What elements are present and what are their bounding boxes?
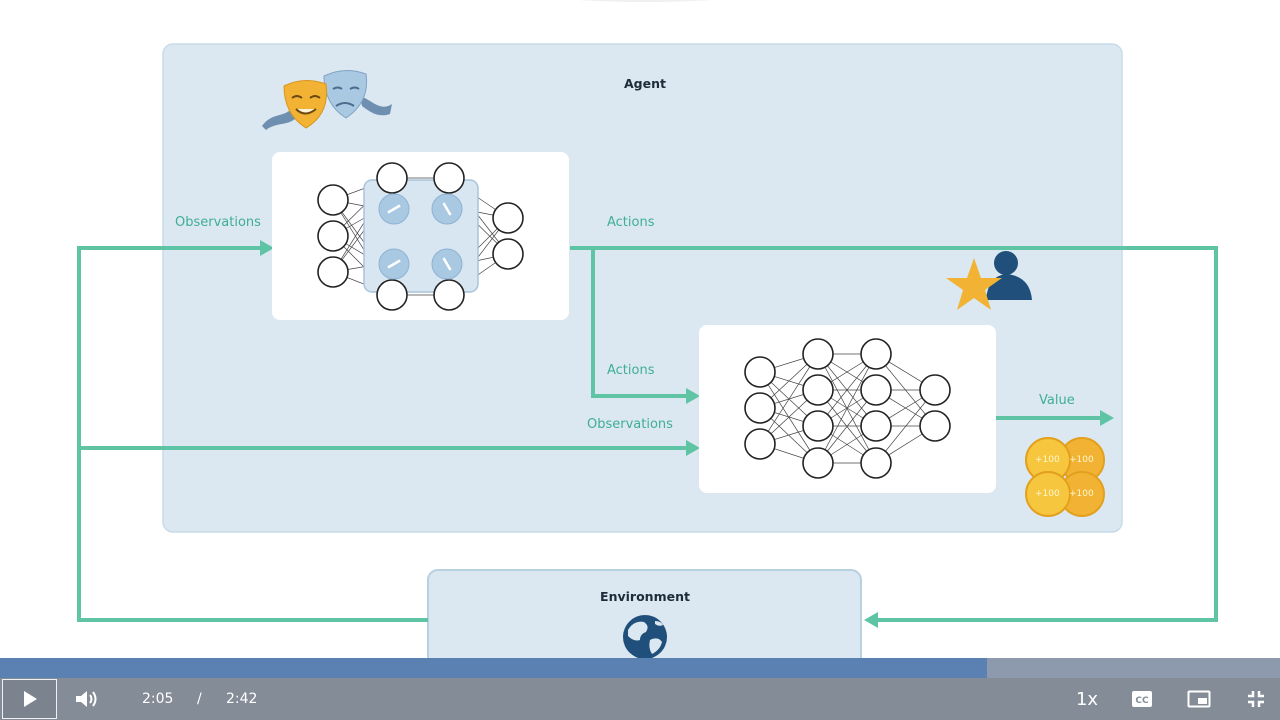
coins-icon [1025,437,1105,517]
volume-button[interactable] [68,678,104,720]
network-node [492,202,524,234]
network-edge [817,353,877,464]
coin-label: +100 [1069,489,1094,499]
actions-mid-line [591,248,688,398]
arrow-actions-critic [686,388,700,404]
network-node [802,410,834,442]
network-node [860,447,892,479]
progress-fill [0,658,987,678]
play-button[interactable] [2,679,57,719]
network-node [802,338,834,370]
network-node [744,428,776,460]
video-frame[interactable]: Agent Environment Observations Actions A… [0,0,1280,658]
network-node [433,279,465,311]
network-node [433,162,465,194]
control-bar: 2:05 / 2:42 1x CC [0,678,1280,720]
star-person-icon [946,251,1032,310]
arrow-environment [864,612,878,628]
arrow-observations-critic [686,440,700,456]
agent-title: Agent [624,76,666,91]
environment-box [427,569,862,658]
time-separator: / [197,691,202,707]
picture-in-picture-button[interactable] [1180,678,1218,720]
observations-top-line [77,246,428,622]
duration: 2:42 [226,691,258,707]
network-node [376,162,408,194]
network-node [317,256,349,288]
network-node [744,356,776,388]
coin-label: +100 [1069,455,1094,465]
observations-label-top: Observations [175,215,261,230]
coin-label: +100 [1035,455,1060,465]
network-edge [759,353,819,445]
playback-speed-button[interactable]: 1x [1068,678,1106,720]
volume-icon [76,691,97,707]
coin-label: +100 [1035,489,1060,499]
critic-network-nodes [744,338,951,479]
current-time: 2:05 [142,691,174,707]
actions-label-top: Actions [607,215,655,230]
policy-network-nodes [317,162,524,311]
cc-icon: CC [1132,691,1152,707]
network-node [802,447,834,479]
network-edge [759,371,819,464]
playback-speed: 1x [1075,688,1099,710]
network-node [744,392,776,424]
network-node [492,238,524,270]
captions-button[interactable]: CC [1124,678,1160,720]
flow-arrowheads [260,240,1114,628]
network-node [860,374,892,406]
environment-title: Environment [600,589,690,604]
progress-bar[interactable] [0,658,1280,678]
dial-needle [442,257,452,271]
network-node [919,410,951,442]
picture-in-picture-icon [1187,690,1211,708]
policy-hidden-panel [363,179,479,293]
diagram-canvas [77,0,1218,658]
play-icon [23,691,37,707]
svg-text:CC: CC [1135,696,1149,706]
dial-needle [387,259,401,269]
value-label: Value [1039,393,1075,408]
exit-fullscreen-button[interactable] [1238,678,1274,720]
arrow-observations-policy [260,240,274,256]
dial-needle [387,204,401,214]
exit-fullscreen-icon [1248,691,1264,707]
network-node [860,410,892,442]
observations-label-bottom: Observations [587,417,673,432]
network-node [802,374,834,406]
network-node [317,220,349,252]
arrow-value [1100,410,1114,426]
network-node [376,279,408,311]
theater-masks-icon [262,70,392,130]
dial-needle [442,202,452,216]
network-node [860,338,892,370]
actions-label-mid: Actions [607,363,655,378]
flow-lines [77,246,1218,622]
network-node [919,374,951,406]
globe-icon [623,615,667,658]
network-node [317,184,349,216]
actions-top-line [570,246,1218,622]
top-shadow [578,0,712,2]
